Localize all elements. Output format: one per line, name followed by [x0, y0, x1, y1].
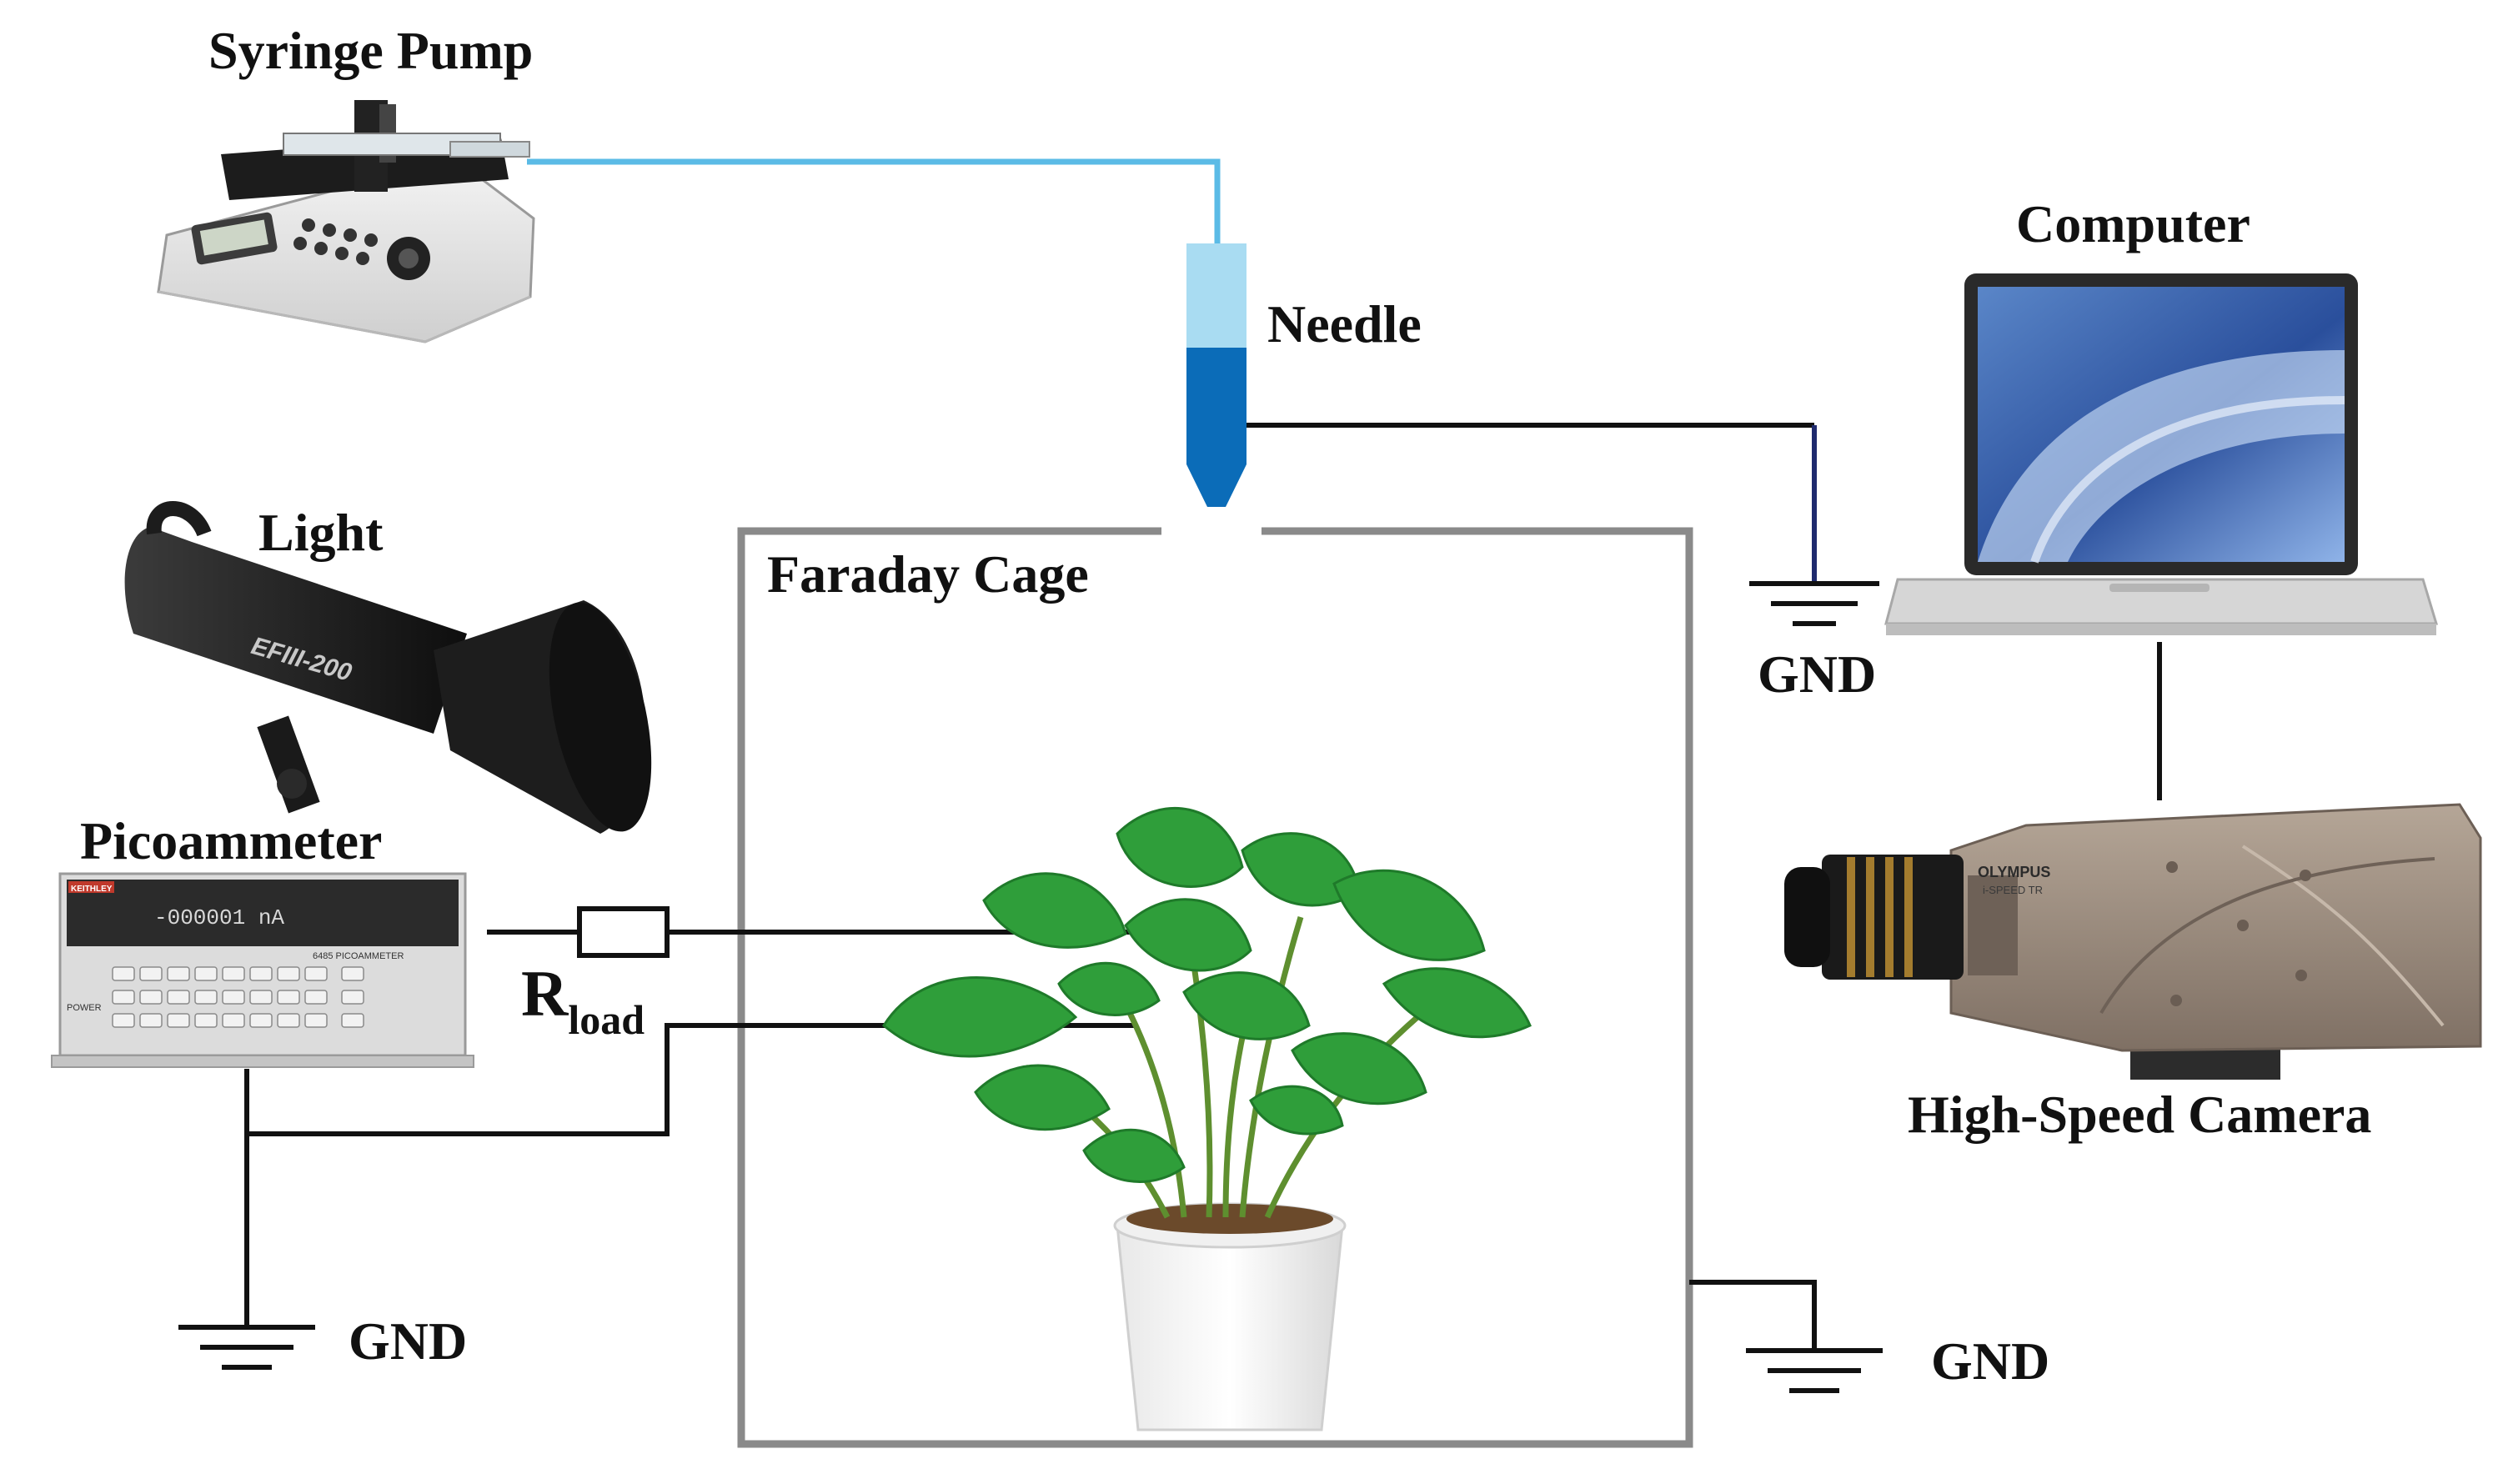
needle-label: Needle	[1267, 294, 1422, 353]
camera-model-text: i-SPEED TR	[1983, 884, 2043, 896]
picoammeter-power-text: POWER	[67, 1003, 102, 1013]
studio-light-device: EFIII-200	[124, 501, 652, 834]
ground-label-bottom-right: GND	[1931, 1331, 2049, 1391]
ground-symbol-bottom-right	[1746, 1348, 1883, 1393]
ground-label-top: GND	[1758, 644, 1876, 704]
ground-symbol-left	[178, 1325, 315, 1370]
syringe-pump-device	[157, 100, 535, 343]
picoammeter-display-text: -000001 nA	[154, 905, 284, 930]
picoammeter-model-text: 6485 PICOAMMETER	[313, 951, 404, 961]
faraday-cage-frame	[737, 527, 1693, 1448]
computer-label: Computer	[2016, 194, 2250, 253]
potted-plant	[882, 807, 1532, 1431]
ground-label-left: GND	[349, 1311, 467, 1371]
high-speed-camera-device: OLYMPUS i-SPEED TR	[1784, 803, 2482, 1080]
picoammeter-brand-text: KEITHLEY	[71, 885, 113, 894]
cage-ground-wire	[1689, 1280, 1817, 1351]
faraday-cage-label: Faraday Cage	[767, 544, 1089, 604]
ground-symbol-top	[1749, 581, 1879, 626]
load-resistor	[577, 906, 670, 958]
load-resistor-symbol: R	[521, 957, 569, 1030]
picoammeter-label: Picoammeter	[80, 811, 382, 870]
laptop-device	[1884, 273, 2439, 635]
syringe-pump-label: Syringe Pump	[208, 21, 533, 80]
light-label: Light	[258, 503, 384, 562]
camera-brand-text: OLYMPUS	[1978, 864, 2050, 880]
picoammeter-device: KEITHLEY -000001 nA 6485 PICOAMMETER POW…	[51, 872, 474, 1068]
load-resistor-subscript: load	[568, 996, 645, 1043]
load-resistor-label: Rload	[521, 957, 645, 1043]
faraday-cage-opening	[1161, 524, 1262, 540]
syringe-tube	[527, 158, 1221, 243]
high-speed-camera-label: High-Speed Camera	[1908, 1085, 2371, 1144]
needle-device	[1186, 243, 1246, 507]
